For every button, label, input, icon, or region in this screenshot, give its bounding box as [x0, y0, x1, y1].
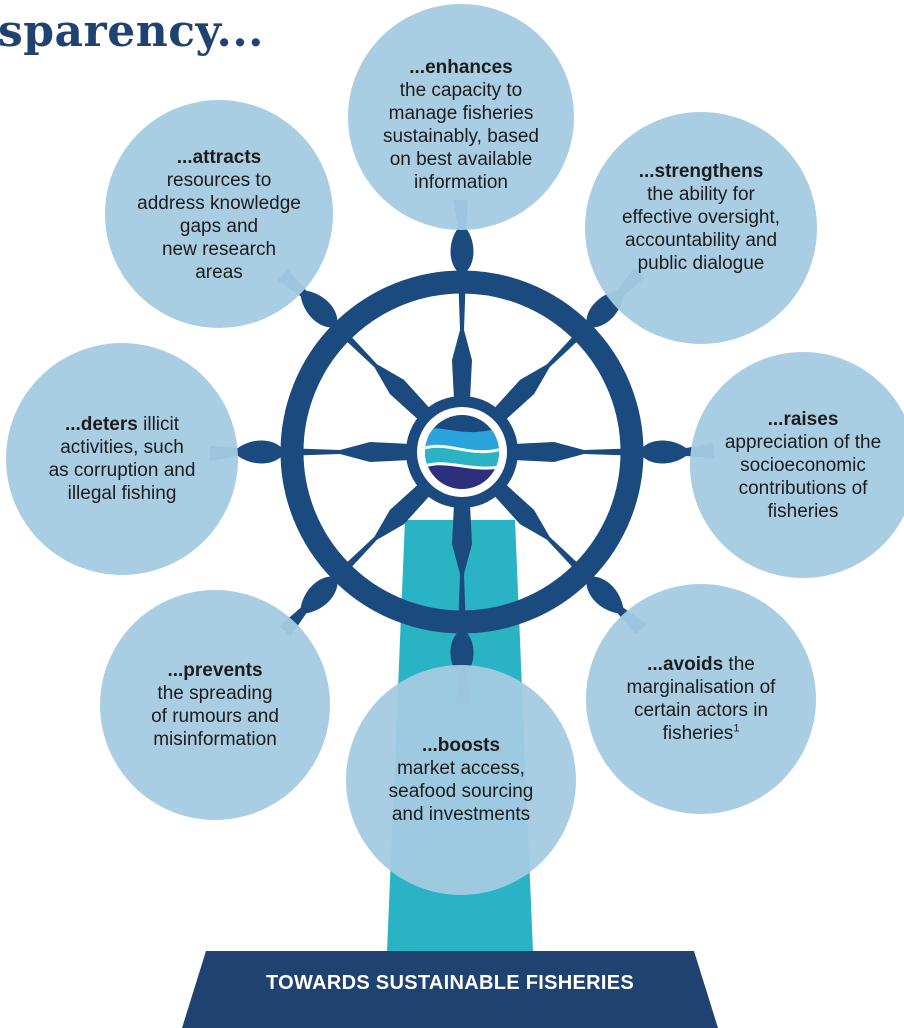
- bubble-strengthens: ...strengthens the ability for effective…: [585, 112, 817, 344]
- bubble-rest: the: [723, 654, 755, 675]
- bubble-line: socioeconomic: [740, 454, 866, 476]
- keyword-deters: ...deters: [64, 414, 138, 435]
- bubble-line: effective oversight,: [621, 207, 781, 228]
- bubble-line: resources to: [166, 170, 272, 191]
- bubble-line: fisheries: [767, 500, 839, 522]
- bubble-line: of rumours and: [151, 706, 279, 727]
- banner-shape: [182, 951, 718, 1028]
- bubble-line-first: ...deters illicit: [65, 413, 179, 436]
- bubble-line: public dialogue: [637, 253, 765, 274]
- keyword-enhances: ...enhances: [409, 57, 513, 78]
- wheel-spokes: [210, 200, 714, 704]
- bubble-deters: ...deters illicit activities, such as co…: [6, 343, 238, 575]
- bubble-attracts: ...attracts resources to address knowled…: [105, 100, 333, 328]
- bubble-line-last: fisheries1: [663, 722, 740, 745]
- bubble-line: illegal fishing: [67, 483, 177, 504]
- keyword-attracts: ...attracts: [176, 147, 262, 168]
- bubble-line: the ability for: [647, 184, 755, 205]
- footnote-marker: 1: [733, 722, 740, 735]
- bubble-line: marginalisation of: [626, 677, 776, 698]
- wheel-rim: [280, 270, 644, 634]
- page-title: sparency...: [0, 6, 264, 57]
- bubble-line: new research: [161, 239, 277, 260]
- bubble-line: fisheries: [662, 723, 734, 744]
- bubble-line: accountability and: [624, 230, 778, 251]
- bubble-avoids: ...avoids the marginalisation of certain…: [586, 584, 816, 814]
- bubble-line: contributions of: [738, 477, 868, 499]
- bubble-line: and investments: [391, 804, 531, 825]
- banner-label: TOWARDS SUSTAINABLE FISHERIES: [266, 972, 634, 994]
- bubble-line: on best available: [389, 149, 533, 170]
- bubble-line: manage fisheries: [388, 103, 534, 124]
- bubble-line: information: [414, 172, 508, 193]
- bubble-line: misinformation: [153, 729, 277, 750]
- wave-logo-icon: [425, 415, 499, 489]
- bubble-boosts: ...boosts market access, seafood sourcin…: [346, 665, 576, 895]
- keyword-boosts: ...boosts: [421, 735, 501, 756]
- keyword-raises: ...raises: [767, 408, 839, 430]
- keyword-avoids: ...avoids: [647, 654, 724, 675]
- bubble-line: the capacity to: [399, 80, 523, 101]
- bubble-rest: illicit: [137, 414, 180, 435]
- bubble-line: activities, such: [60, 437, 184, 458]
- bubble-line: appreciation of the: [724, 431, 882, 453]
- bubble-enhances: ...enhances the capacity to manage fishe…: [348, 4, 574, 230]
- keyword-prevents: ...prevents: [167, 660, 263, 681]
- bubble-line: seafood sourcing: [388, 781, 534, 802]
- bubble-line: as corruption and: [48, 460, 196, 481]
- bubble-line: gaps and: [179, 216, 259, 237]
- keyword-strengthens: ...strengthens: [638, 161, 764, 182]
- bubble-line: sustainably, based: [383, 126, 539, 147]
- bubble-line: areas: [195, 262, 243, 283]
- bubble-raises: ...raises appreciation of the socioecono…: [690, 352, 904, 578]
- bubble-line: address knowledge: [137, 193, 301, 214]
- bubble-line: the spreading: [157, 683, 273, 704]
- bubble-line-first: ...avoids the: [647, 653, 755, 676]
- bubble-line: certain actors in: [633, 700, 769, 721]
- bubble-line: market access,: [397, 758, 525, 779]
- bubble-prevents: ...prevents the spreading of rumours and…: [100, 590, 330, 820]
